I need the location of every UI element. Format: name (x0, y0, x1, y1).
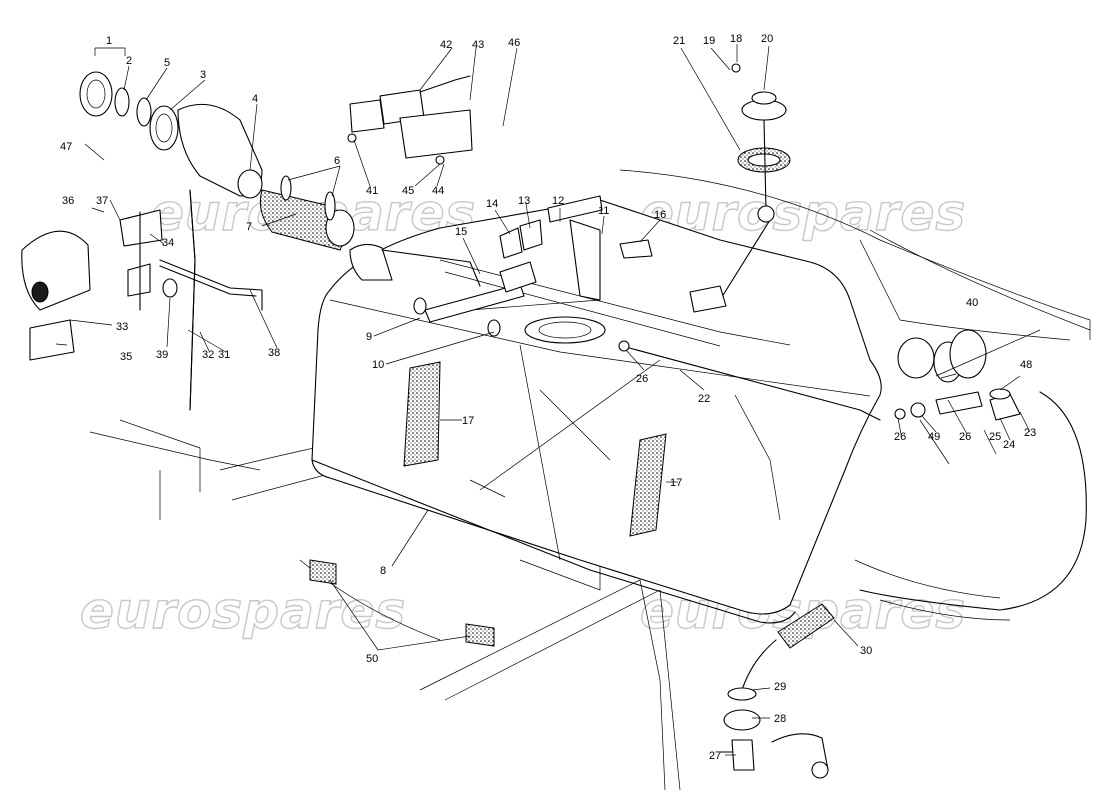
flange-3 (149, 105, 179, 151)
callout-3: 3 (200, 69, 206, 81)
pad-17-right (629, 433, 667, 537)
callout-26-right: 26 (959, 431, 971, 443)
callout-45: 45 (402, 185, 414, 197)
callout-46: 46 (508, 37, 520, 49)
callouts: 1 2 3 4 5 6 7 8 9 10 11 12 13 14 15 16 1… (60, 33, 1036, 762)
callout-25: 25 (989, 431, 1001, 443)
callout-34: 34 (162, 237, 174, 249)
callout-28: 28 (774, 713, 786, 725)
cover-cap-40 (897, 329, 987, 383)
tank-straps (413, 195, 653, 337)
filler-neck-assembly (79, 71, 481, 287)
clamp-5 (136, 97, 152, 127)
vent-hoses (159, 189, 263, 411)
callout-41: 41 (366, 185, 378, 197)
callout-40: 40 (966, 297, 978, 309)
seal-2 (114, 87, 130, 117)
callout-18: 18 (730, 33, 742, 45)
callout-24: 24 (1003, 439, 1015, 451)
callout-17-left: 17 (462, 415, 474, 427)
valve-assembly (347, 75, 473, 165)
callout-20: 20 (761, 33, 773, 45)
filter-assembly (719, 603, 835, 779)
callout-7: 7 (246, 221, 252, 233)
callout-31: 31 (218, 349, 230, 361)
callout-37: 37 (96, 195, 108, 207)
callout-2: 2 (126, 55, 132, 67)
callout-15: 15 (455, 226, 467, 238)
callout-30: 30 (860, 645, 872, 657)
callout-1: 1 (106, 35, 112, 47)
callout-19: 19 (703, 35, 715, 47)
callout-21: 21 (673, 35, 685, 47)
callout-33: 33 (116, 321, 128, 333)
callout-13: 13 (518, 195, 530, 207)
filler-cap-1 (79, 71, 113, 117)
callout-26-mid: 26 (894, 431, 906, 443)
watermark-bottom-left: eurospares (80, 582, 406, 640)
bracket-group-left (21, 209, 178, 361)
clamp-6b (324, 191, 336, 221)
callout-17-right: 17 (670, 477, 682, 489)
callout-11: 11 (598, 205, 609, 217)
callout-36: 36 (62, 195, 74, 207)
callout-23: 23 (1024, 427, 1036, 439)
callout-16: 16 (654, 209, 666, 221)
callout-42: 42 (440, 39, 452, 51)
callout-27: 27 (709, 750, 721, 762)
callout-39: 39 (156, 349, 168, 361)
leader-lines (55, 44, 1041, 756)
callout-50: 50 (366, 653, 378, 665)
callout-6: 6 (334, 155, 340, 167)
callout-49: 49 (928, 431, 940, 443)
callout-26-left: 26 (636, 373, 648, 385)
rubber-pads-50 (309, 559, 495, 647)
callout-47: 47 (60, 141, 72, 153)
callout-9: 9 (366, 331, 372, 343)
callout-32: 32 (202, 349, 214, 361)
callout-12: 12 (552, 195, 564, 207)
callout-29: 29 (774, 681, 786, 693)
callout-5: 5 (164, 57, 170, 69)
pad-17-left (403, 361, 441, 467)
callout-38: 38 (268, 347, 280, 359)
callout-43: 43 (472, 39, 484, 51)
callout-48: 48 (1020, 359, 1032, 371)
clamp-6a (280, 175, 292, 201)
callout-4: 4 (252, 93, 258, 105)
fuel-line (618, 340, 1087, 611)
callout-14: 14 (486, 198, 498, 210)
callout-44: 44 (432, 185, 444, 197)
sender-unit (689, 63, 791, 313)
callout-8: 8 (380, 565, 386, 577)
callout-22: 22 (698, 393, 710, 405)
callout-35: 35 (120, 351, 132, 363)
callout-10: 10 (372, 359, 384, 371)
